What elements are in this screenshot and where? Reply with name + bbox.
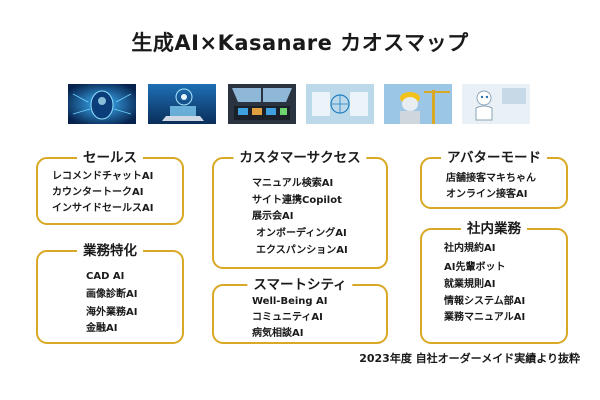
list-item: 金融AI	[86, 323, 118, 334]
ai-head-photo	[68, 84, 136, 124]
list-item: CAD AI	[86, 271, 125, 282]
digital-lab-photo	[306, 84, 374, 124]
source-note: 2023年度 自社オーダーメイド実績より抜粋	[359, 352, 580, 365]
category-title: カスタマーサクセス	[233, 148, 367, 168]
category-customer-success: カスタマーサクセス マニュアル検索AI サイト連携Copilot 展示会AI オ…	[212, 148, 388, 269]
list-item: Well-Being AI	[252, 296, 328, 307]
list-item: インサイドセールスAI	[52, 203, 154, 214]
list-item: オンボーディングAI	[256, 228, 347, 239]
category-avatar-mode: アバターモード 店舗接客マキちゃん オンライン接客AI	[420, 148, 568, 209]
list-item: エクスパンションAI	[256, 245, 348, 256]
list-item: レコメンドチャットAI	[52, 171, 154, 182]
category-title: セールス	[77, 148, 143, 168]
list-item: サイト連携Copilot	[252, 195, 342, 206]
list-item: AI先輩ボット	[444, 262, 506, 273]
list-item: コミュニティAI	[252, 312, 323, 323]
list-item: 就業規則AI	[444, 279, 496, 290]
category-smart-city: スマートシティ Well-Being AI コミュニティAI 病気相談AI	[212, 275, 388, 344]
list-item: 業務マニュアルAI	[444, 312, 526, 323]
category-title: 業務特化	[77, 241, 143, 261]
category-business-specific: 業務特化 CAD AI 画像診断AI 海外業務AI 金融AI	[36, 241, 184, 344]
laptop-hologram-photo	[148, 84, 216, 124]
list-item: マニュアル検索AI	[252, 178, 334, 189]
list-item: 社内規約AI	[444, 243, 496, 254]
list-item: 海外業務AI	[86, 307, 138, 318]
list-item: 展示会AI	[252, 211, 294, 222]
category-title: アバターモード	[441, 148, 547, 168]
category-internal-business: 社内業務 社内規約AI AI先輩ボット 就業規則AI 情報システム部AI 業務マ…	[420, 219, 568, 344]
cockpit-photo	[228, 84, 296, 124]
list-item: 情報システム部AI	[444, 296, 526, 307]
robot-construction-photo	[384, 84, 452, 124]
category-title: スマートシティ	[247, 275, 353, 295]
service-robot-photo	[462, 84, 530, 124]
list-item: 画像診断AI	[86, 289, 138, 300]
list-item: オンライン接客AI	[446, 189, 528, 200]
photo-strip	[0, 84, 600, 124]
category-sales: セールス レコメンドチャットAI カウンタートークAI インサイドセールスAI	[36, 148, 184, 225]
list-item: 病気相談AI	[252, 328, 304, 339]
category-title: 社内業務	[461, 219, 527, 239]
list-item: カウンタートークAI	[52, 187, 144, 198]
page-title: 生成AI×Kasanare カオスマップ	[131, 31, 469, 55]
list-item: 店舗接客マキちゃん	[446, 173, 536, 184]
